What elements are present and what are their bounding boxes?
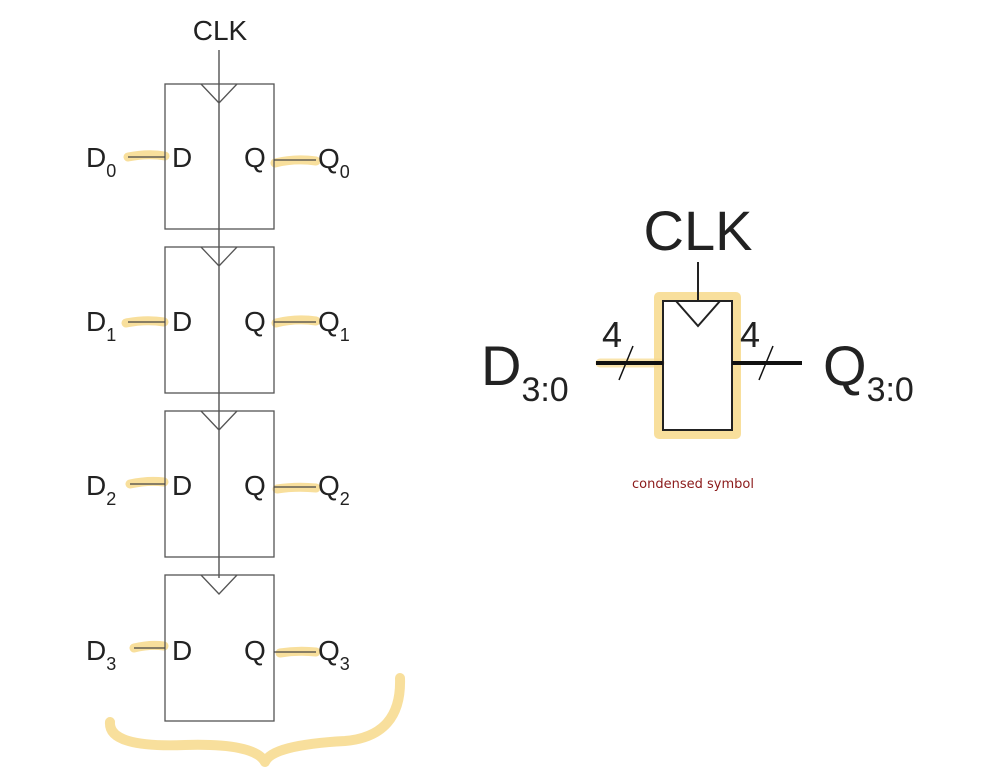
ff-out-label: Q (244, 142, 266, 173)
input-signal-d2: D2 (86, 470, 116, 509)
condensed-register-symbol: CLK 4 4 D3:0 Q3:0 condensed symbol (481, 199, 914, 492)
output-signal-q0: Q0 (318, 143, 350, 182)
flipflop-0: D Q D0 Q0 (86, 83, 350, 230)
curly-brace-highlight (105, 673, 406, 767)
input-bus-slash (618, 345, 634, 381)
ff-in-label: D (172, 635, 192, 666)
input-signal-d3: D3 (86, 635, 116, 674)
clock-triangle-icon (200, 410, 238, 431)
clk-label: CLK (193, 15, 248, 46)
clock-triangle-icon (675, 300, 721, 328)
ff-out-label: Q (244, 470, 266, 501)
input-bus-width: 4 (602, 314, 622, 355)
ff-in-label: D (172, 306, 192, 337)
ff-in-label: D (172, 142, 192, 173)
flipflop-stack: CLK D Q D0 Q0 (86, 15, 406, 767)
symbol-output-label: Q3:0 (823, 334, 914, 409)
clock-triangle-icon (200, 83, 238, 104)
flipflop-2: D Q D2 Q2 (86, 410, 350, 558)
input-signal-d0: D0 (86, 142, 116, 181)
output-bus-width: 4 (740, 314, 760, 355)
output-bus-slash (758, 345, 774, 381)
symbol-input-label: D3:0 (481, 334, 569, 409)
ff-out-label: Q (244, 306, 266, 337)
ff-in-label: D (172, 470, 192, 501)
flipflop-3: D Q D3 Q3 (86, 574, 350, 722)
input-signal-d1: D1 (86, 306, 116, 345)
output-signal-q2: Q2 (318, 470, 350, 509)
symbol-caption: condensed symbol (632, 477, 754, 492)
output-signal-q3: Q3 (318, 635, 350, 674)
symbol-clk-label: CLK (644, 199, 753, 262)
output-signal-q1: Q1 (318, 306, 350, 345)
symbol-box (662, 300, 733, 431)
clock-triangle-icon (200, 574, 238, 595)
clock-triangle-icon (200, 246, 238, 267)
flipflop-1: D Q D1 Q1 (86, 246, 350, 394)
symbol-box-highlight (654, 292, 741, 439)
ff-out-label: Q (244, 635, 266, 666)
